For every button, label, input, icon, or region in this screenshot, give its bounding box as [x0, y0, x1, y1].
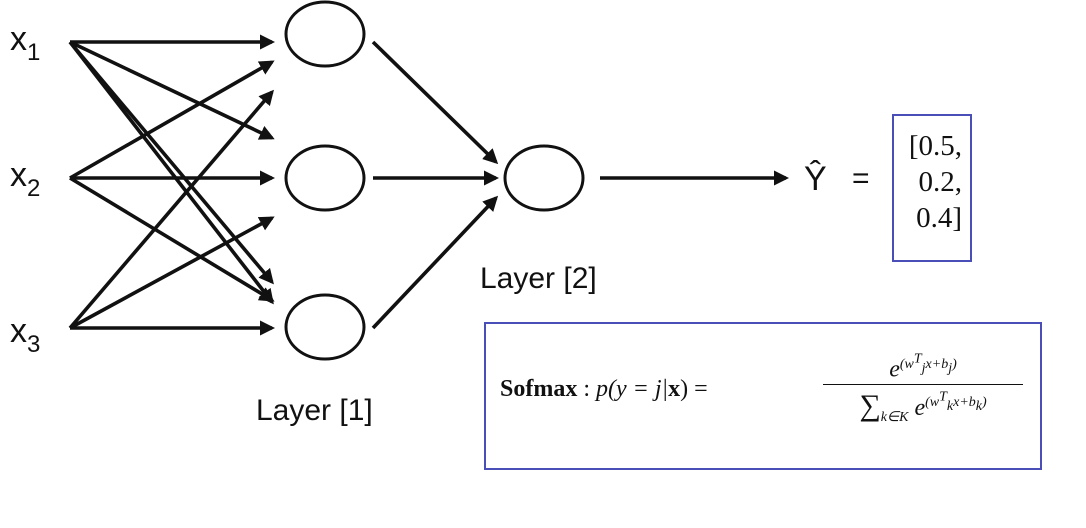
- input-label-x1: x1: [10, 20, 40, 66]
- formula-numerator: e(wTjx+bj): [889, 351, 957, 383]
- formula-fraction: e(wTjx+bj) ∑k∈K e(wTkx+bk): [816, 338, 1030, 426]
- edge-x1-h3b: [68, 40, 274, 305]
- edge-x3-h1: [68, 89, 274, 330]
- edge-h3-out: [371, 195, 499, 330]
- output-value-2: 0.2,: [918, 166, 963, 198]
- edge-x1-h3: [68, 40, 274, 285]
- output-symbol: Ŷ: [804, 160, 827, 198]
- edge-x2-h3: [69, 176, 275, 302]
- output-value-1: [0.5,: [908, 130, 962, 162]
- output-value-3: 0.4]: [916, 202, 962, 234]
- formula-lhs: Sofmax : p(y = j|x) =: [500, 376, 708, 402]
- layer1-node-3: [284, 293, 366, 361]
- layer1-label: Layer [1]: [256, 394, 373, 427]
- fraction-bar: [823, 384, 1023, 385]
- input-label-x3: x3: [10, 312, 40, 358]
- layer2-label: Layer [2]: [480, 262, 597, 295]
- edge-x1-h2: [69, 40, 275, 140]
- formula-denominator: ∑k∈K e(wTkx+bk): [859, 389, 987, 425]
- input-label-x2: x2: [10, 156, 40, 202]
- edge-x3-h2: [69, 216, 275, 330]
- hidden-edges: [371, 40, 500, 330]
- layer1-node-1: [284, 0, 366, 68]
- softmax-formula-box: Sofmax : p(y = j|x) = e(wTjx+bj) ∑k∈K e(…: [484, 322, 1042, 470]
- edge-x2-h1: [69, 60, 275, 180]
- output-equals: =: [852, 162, 870, 195]
- formula-name: Sofmax: [500, 376, 578, 402]
- input-edges: [68, 34, 276, 336]
- layer2-node: [503, 144, 585, 212]
- edge-h1-out: [371, 40, 499, 165]
- layer1-node-2: [284, 144, 366, 212]
- output-vector-box: [0.5, 0.2, 0.4]: [892, 114, 972, 262]
